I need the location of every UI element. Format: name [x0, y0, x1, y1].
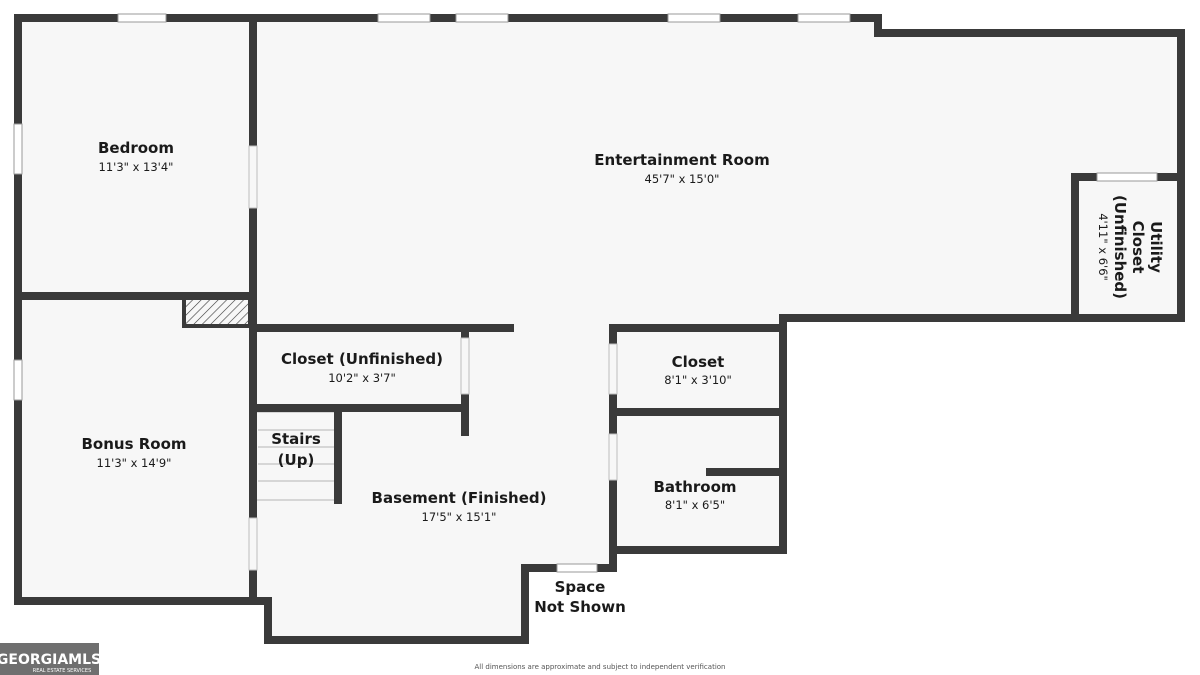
logo-sub-text: REAL ESTATE SERVICES [33, 668, 92, 674]
bathroom-name: Bathroom [653, 478, 736, 496]
entertainment-room-dimensions: 45'7" x 15'0" [645, 172, 720, 186]
bonus-room-dimensions: 11'3" x 14'9" [97, 456, 172, 470]
logo-main-text: GEORGIAMLS [0, 652, 101, 668]
bedroom-dimensions: 11'3" x 13'4" [99, 160, 174, 174]
floor-area [18, 18, 1181, 640]
bathroom-dimensions: 8'1" x 6'5" [665, 498, 725, 512]
space-not-shown-line2: Not Shown [534, 598, 626, 616]
georgia-mls-logo: GEORGIAMLS REAL ESTATE SERVICES [0, 643, 101, 675]
utility-closet-name-line2: Closet [1129, 221, 1147, 274]
hatched-column [182, 296, 252, 328]
door-openings [248, 145, 618, 571]
closet-dimensions: 8'1" x 3'10" [664, 373, 732, 387]
space-not-shown-line1: Space [555, 578, 606, 596]
utility-closet-name-line3: (Unfinished) [1111, 195, 1129, 299]
closet-unfinished-dimensions: 10'2" x 3'7" [328, 371, 396, 385]
closet-unfinished-name: Closet (Unfinished) [281, 350, 443, 368]
stairs-name-line1: Stairs [271, 430, 321, 448]
windows [13, 13, 1158, 573]
utility-closet-name-line1: Utility [1147, 221, 1165, 273]
basement-dimensions: 17'5" x 15'1" [422, 510, 497, 524]
utility-closet-label: Utility Closet (Unfinished) 4'11" x 6'6" [1096, 195, 1165, 299]
disclaimer-note: All dimensions are approximate and subje… [475, 663, 726, 671]
utility-closet-dimensions: 4'11" x 6'6" [1096, 213, 1110, 281]
closet-name: Closet [672, 353, 725, 371]
bedroom-name: Bedroom [98, 139, 174, 157]
basement-name: Basement (Finished) [372, 489, 547, 507]
stairs-name-line2: (Up) [278, 451, 315, 469]
stair-treads [258, 429, 336, 482]
bonus-room-name: Bonus Room [81, 435, 186, 453]
entertainment-room-name: Entertainment Room [594, 151, 769, 169]
